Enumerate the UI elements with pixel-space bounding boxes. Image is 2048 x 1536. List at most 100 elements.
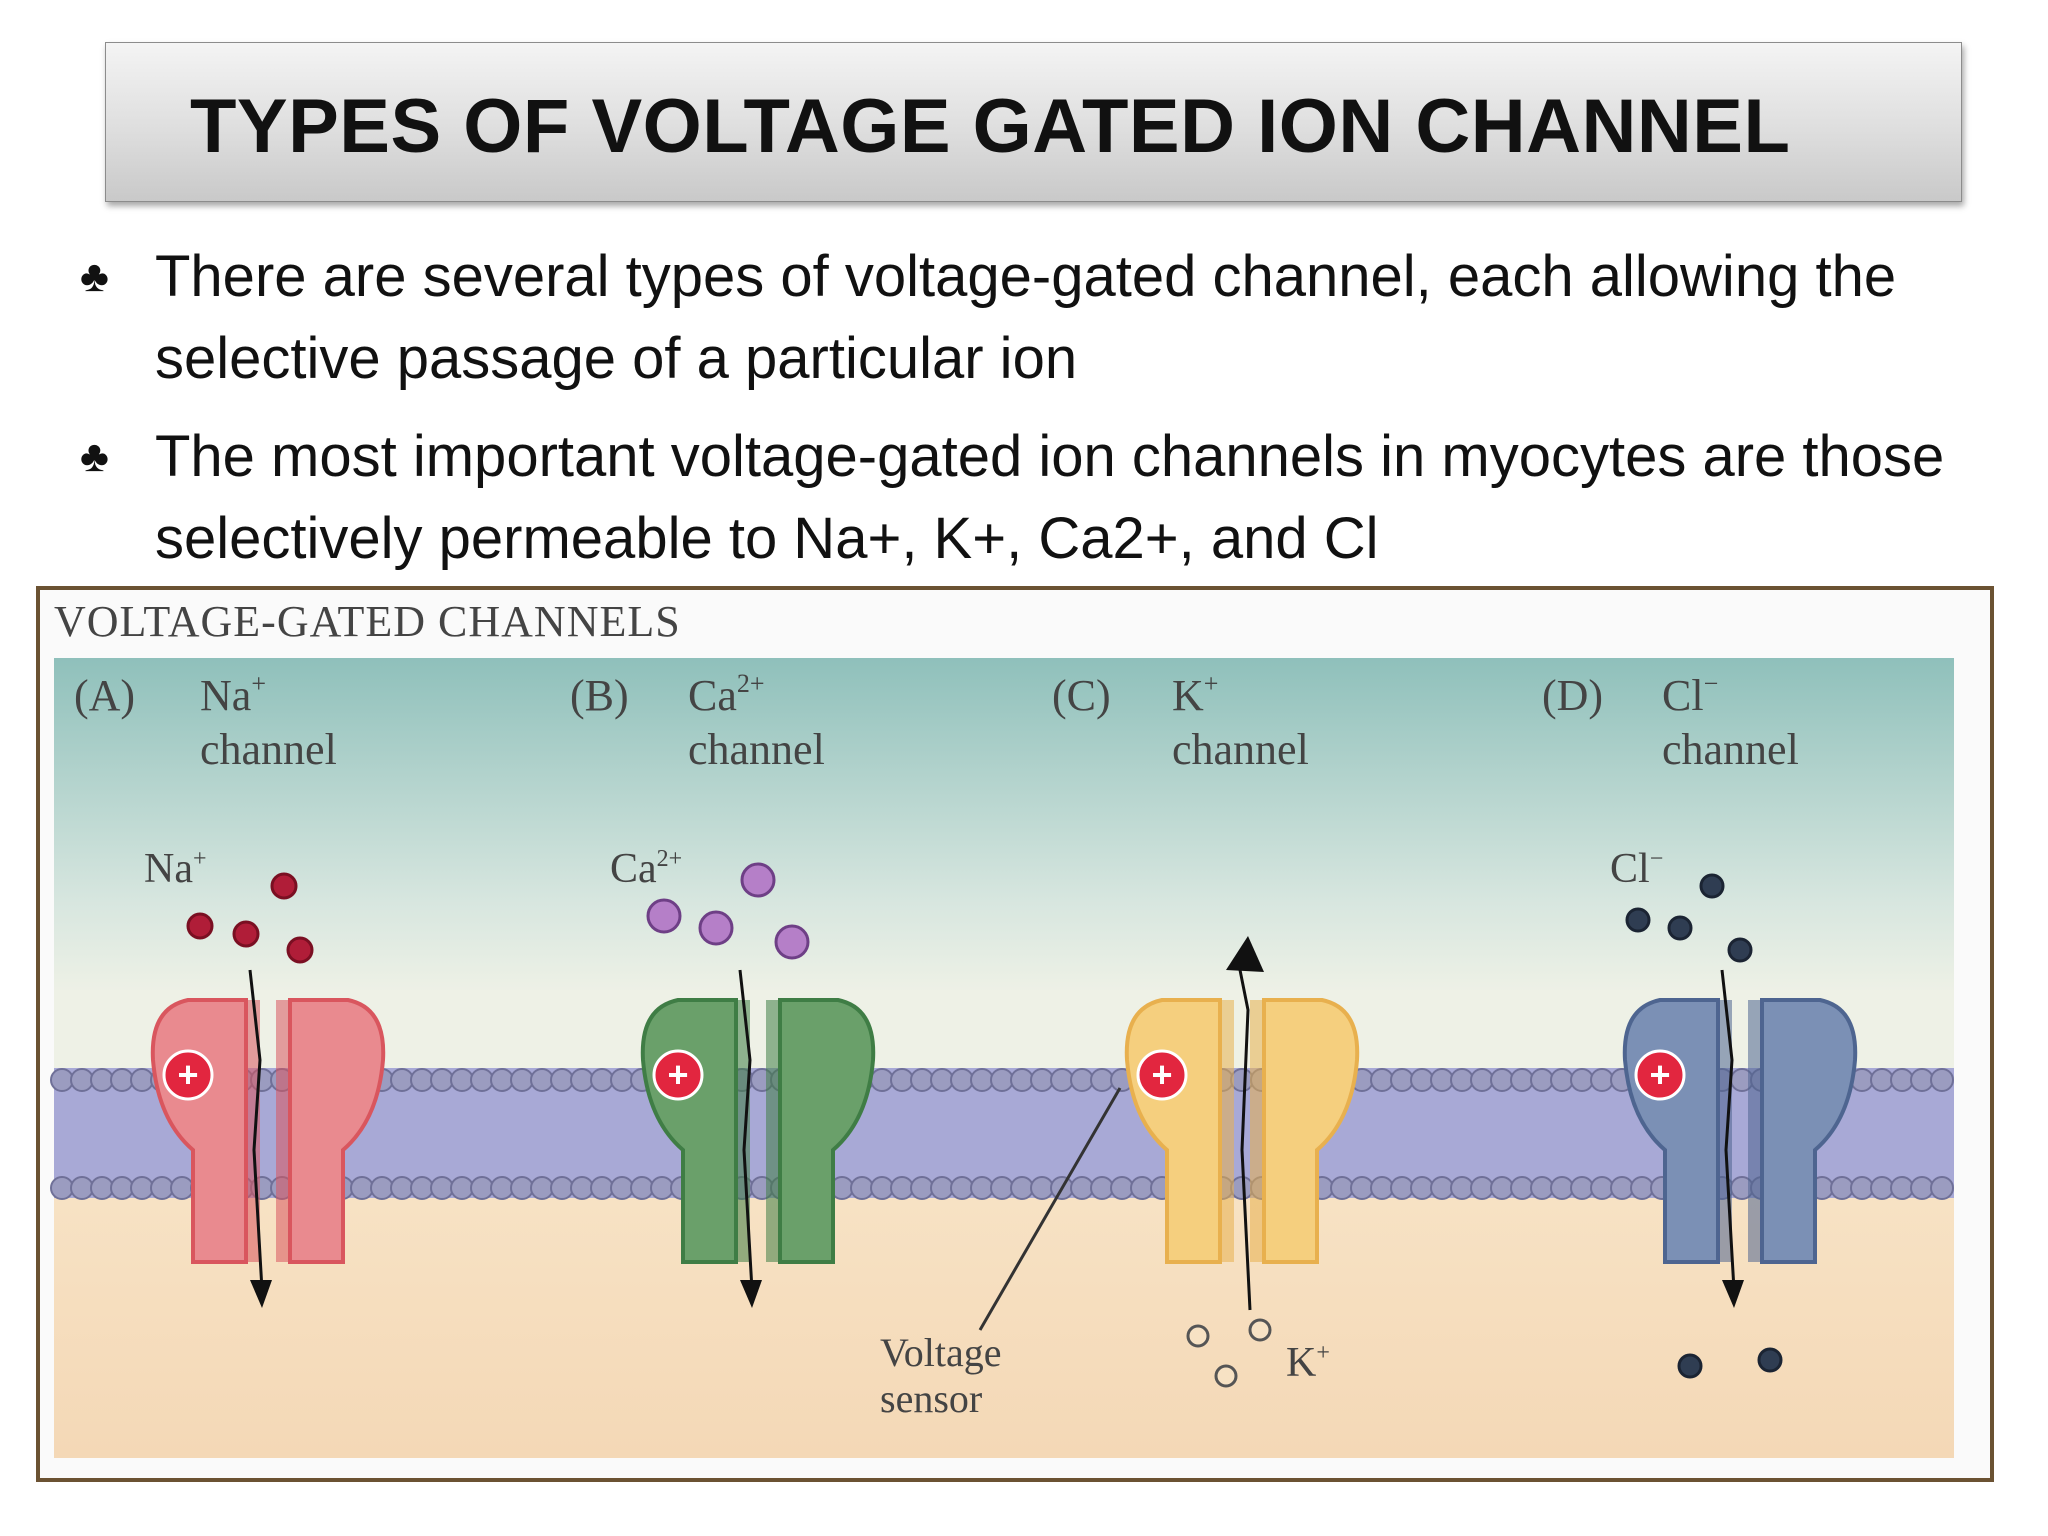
- bullet-list: ♣ There are several types of voltage-gat…: [80, 236, 1980, 596]
- ion-particle: [698, 910, 734, 946]
- lipid-head: [610, 1176, 634, 1200]
- lipid-head: [1370, 1068, 1394, 1092]
- voltage-sensor-label-2: sensor: [880, 1376, 982, 1421]
- channel-diagram: VOLTAGE-GATED CHANNELS (A) Na+ channel (…: [36, 586, 1994, 1482]
- voltage-sensor-label-1: Voltage: [880, 1330, 1001, 1375]
- ca-ion-label: Ca2+: [610, 846, 682, 892]
- voltage-sensor-icon: [652, 1049, 704, 1101]
- lipid-head: [1050, 1068, 1074, 1092]
- lipid-head: [1590, 1176, 1614, 1200]
- ion-particle: [740, 862, 776, 898]
- figure-heading: VOLTAGE-GATED CHANNELS: [54, 597, 681, 646]
- bullet-text: There are several types of voltage-gated…: [155, 244, 1897, 391]
- lipid-head: [1090, 1068, 1114, 1092]
- panel-c-word: channel: [1172, 725, 1309, 774]
- lipid-head: [1470, 1068, 1494, 1092]
- lipid-head: [1470, 1176, 1494, 1200]
- ion-particle: [286, 936, 314, 964]
- lipid-head: [930, 1068, 954, 1092]
- lipid-head: [1070, 1068, 1094, 1092]
- channel-ca: +: [640, 969, 876, 1308]
- panel-a-ion: Na+: [200, 669, 266, 720]
- lipid-head: [450, 1176, 474, 1200]
- lipid-head: [430, 1176, 454, 1200]
- lipid-head: [110, 1068, 134, 1092]
- ion-particle: [774, 924, 810, 960]
- channels: + + + +: [150, 936, 1858, 1311]
- lipid-head: [1410, 1068, 1434, 1092]
- ion-particle: [1699, 873, 1725, 899]
- lipid-head: [50, 1068, 74, 1092]
- lipid-head: [1570, 1068, 1594, 1092]
- cl-ion-label: Cl−: [1610, 846, 1663, 892]
- voltage-sensor-icon: [162, 1049, 214, 1101]
- panel-b-letter: (B): [570, 671, 629, 720]
- lipid-head: [170, 1176, 194, 1200]
- lipid-head: [1530, 1176, 1554, 1200]
- lipid-head: [1510, 1176, 1534, 1200]
- lipid-head: [1570, 1176, 1594, 1200]
- lipid-head: [1550, 1068, 1574, 1092]
- channel-subunit-right: [1262, 998, 1360, 1264]
- lipid-head: [1390, 1068, 1414, 1092]
- panel-c-ion: K+: [1172, 669, 1218, 720]
- panel-d-word: channel: [1662, 725, 1799, 774]
- lipid-head: [590, 1068, 614, 1092]
- panel-d-ion: Cl−: [1662, 669, 1718, 720]
- ion-flow-arrow: [1720, 969, 1736, 1291]
- voltage-sensor-symbol: +: [1649, 1054, 1670, 1095]
- panel-labels: (A) Na+ channel (B) Ca2+ channel (C) K+ …: [74, 669, 1799, 774]
- lipid-head: [1550, 1176, 1574, 1200]
- voltage-sensor-icon: [1136, 1049, 1188, 1101]
- lipid-head: [1610, 1176, 1634, 1200]
- lipid-head: [70, 1068, 94, 1092]
- lipid-head: [530, 1068, 554, 1092]
- lipid-head: [1450, 1068, 1474, 1092]
- channel-na: +: [150, 969, 386, 1308]
- lipid-head: [610, 1068, 634, 1092]
- panel-a-word: channel: [200, 725, 337, 774]
- lipid-head: [430, 1068, 454, 1092]
- voltage-sensor-symbol: +: [667, 1054, 688, 1095]
- lipid-head: [1890, 1176, 1914, 1200]
- lipid-head: [850, 1176, 874, 1200]
- ion-particle: [232, 920, 260, 948]
- lipid-head: [1030, 1068, 1054, 1092]
- lipid-head: [530, 1176, 554, 1200]
- lipid-head: [110, 1176, 134, 1200]
- lipid-head: [1410, 1176, 1434, 1200]
- channel-pore-wall: [766, 1000, 780, 1262]
- ion-flow-arrow: [248, 969, 264, 1291]
- ion-particle: [1667, 915, 1693, 941]
- sensor-pointer-line: [978, 1087, 1122, 1331]
- lipid-head: [910, 1176, 934, 1200]
- panel-b-word: channel: [688, 725, 825, 774]
- ion-particle: [646, 898, 682, 934]
- lipid-head: [1910, 1068, 1934, 1092]
- panel-c-letter: (C): [1052, 671, 1111, 720]
- ion-particle: [186, 912, 214, 940]
- voltage-sensor-icon: [1634, 1049, 1686, 1101]
- lipid-head: [1490, 1176, 1514, 1200]
- ion-particle: [1727, 937, 1753, 963]
- lipid-head: [1930, 1176, 1954, 1200]
- lipid-head: [910, 1068, 934, 1092]
- channel-pore-wall: [1748, 1000, 1762, 1262]
- channel-k: +: [1124, 936, 1360, 1311]
- lipid-head: [1850, 1176, 1874, 1200]
- lipid-head: [470, 1068, 494, 1092]
- ion-flow-arrow: [738, 969, 754, 1291]
- ion-particle: [1248, 1318, 1272, 1342]
- lipid-head: [490, 1176, 514, 1200]
- lipid-head: [890, 1068, 914, 1092]
- lipid-head: [510, 1068, 534, 1092]
- ion-labels: Na+ Ca2+ Cl− K+: [144, 846, 1663, 1386]
- lipid-head: [470, 1176, 494, 1200]
- lipid-head: [1510, 1068, 1534, 1092]
- channel-subunit-right: [778, 998, 876, 1264]
- ion-particle: [1757, 1347, 1783, 1373]
- club-icon: ♣: [80, 252, 109, 301]
- lipid-head: [1350, 1176, 1374, 1200]
- lipid-head: [930, 1176, 954, 1200]
- lipid-head: [630, 1176, 654, 1200]
